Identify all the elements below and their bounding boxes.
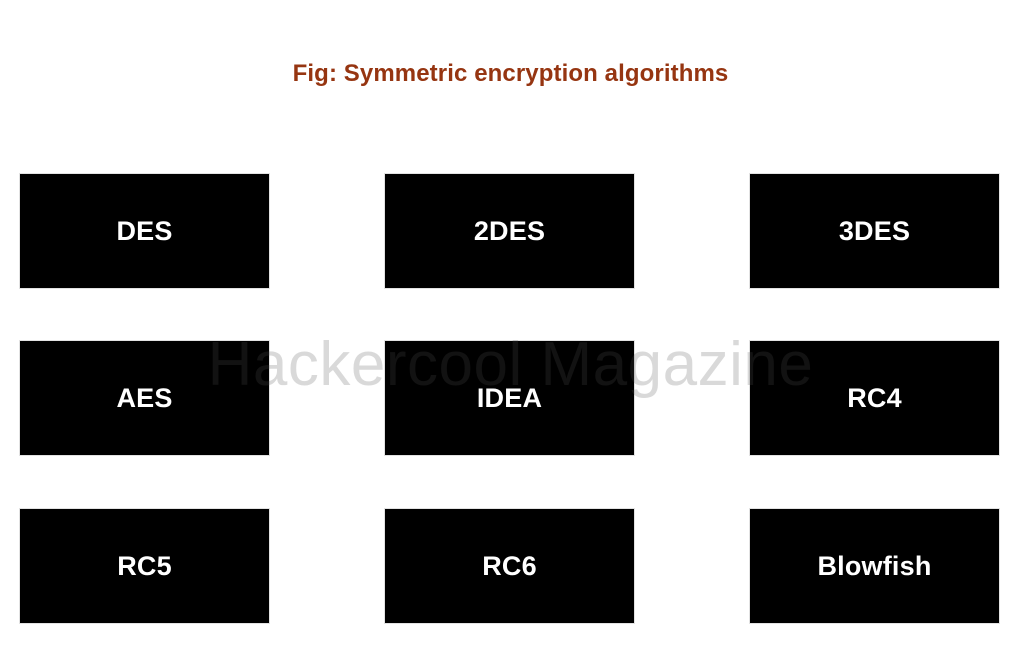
algorithm-box-blowfish: Blowfish bbox=[750, 509, 999, 623]
algorithm-label: RC6 bbox=[482, 550, 537, 581]
algorithm-label: 2DES bbox=[473, 215, 546, 246]
algorithm-box-idea: IDEA bbox=[385, 341, 634, 455]
algorithm-box-aes: AES bbox=[20, 341, 269, 455]
algorithm-label: RC5 bbox=[117, 550, 172, 581]
figure-title: Fig: Symmetric encryption algorithms bbox=[292, 60, 729, 87]
algorithm-label: DES bbox=[116, 215, 173, 246]
algorithm-label: AES bbox=[116, 382, 173, 413]
algorithm-box-2des: 2DES bbox=[385, 174, 634, 288]
algorithm-box-rc5: RC5 bbox=[20, 509, 269, 623]
algorithm-box-3des: 3DES bbox=[750, 174, 999, 288]
algorithm-label: 3DES bbox=[838, 215, 911, 246]
algorithm-label: IDEA bbox=[476, 382, 543, 413]
algorithm-label: RC4 bbox=[847, 382, 902, 413]
algorithm-box-des: DES bbox=[20, 174, 269, 288]
algorithm-label: Blowfish bbox=[817, 550, 932, 581]
algorithm-box-rc4: RC4 bbox=[750, 341, 999, 455]
algorithm-box-rc6: RC6 bbox=[385, 509, 634, 623]
